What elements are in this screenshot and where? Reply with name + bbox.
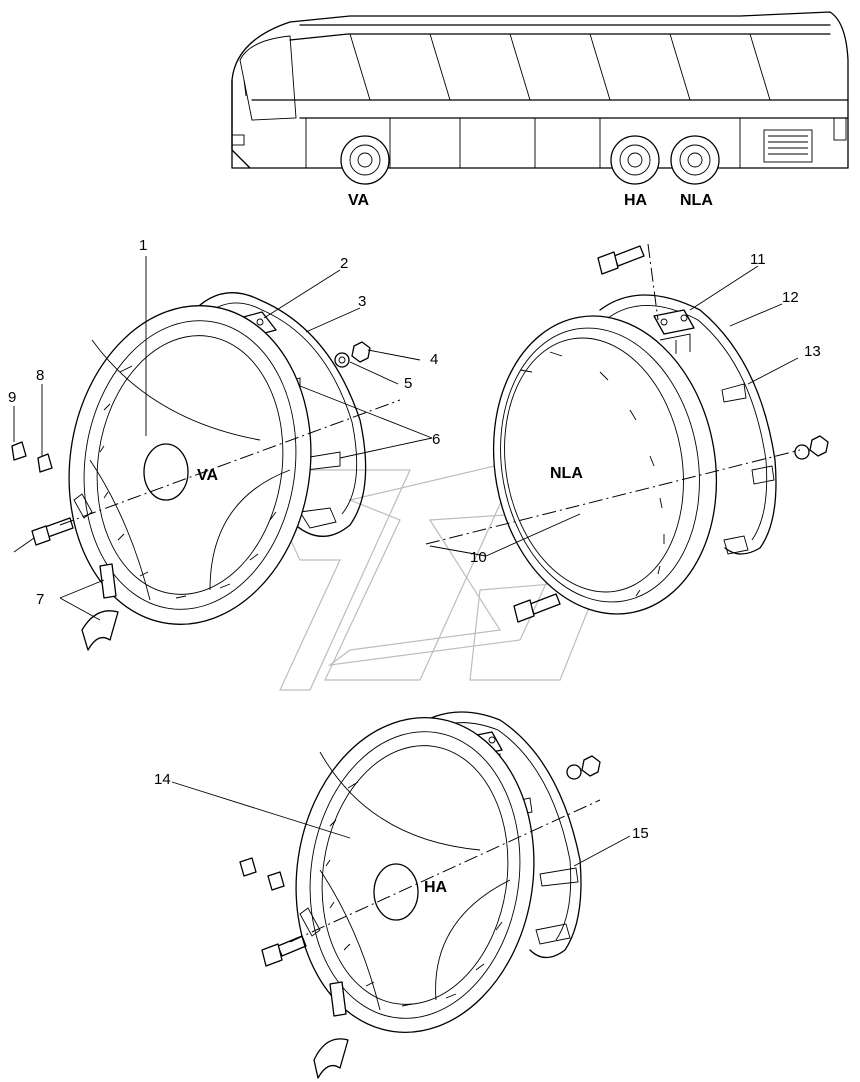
callout-14: 14 <box>154 771 171 788</box>
bus-drive-wheel <box>610 135 660 185</box>
callout-9: 9 <box>8 389 16 406</box>
bus-label-nla: NLA <box>680 192 713 209</box>
bus-label-ha: HA <box>624 192 648 209</box>
callout-4: 4 <box>430 351 438 368</box>
bus-tag-wheel <box>670 135 720 185</box>
callout-2: 2 <box>340 255 348 272</box>
callout-15: 15 <box>632 825 649 842</box>
bus-label-va: VA <box>348 192 369 209</box>
callout-labels: 1 2 3 4 5 6 7 8 9 10 11 12 13 14 15 <box>8 237 821 842</box>
ha-cover-assembly: HA <box>239 711 601 1079</box>
callout-1: 1 <box>139 237 147 254</box>
ha-disk-label: HA <box>424 879 448 896</box>
nla-cover-assembly: NLA <box>425 243 829 623</box>
callout-7: 7 <box>36 591 44 608</box>
callout-6: 6 <box>432 431 440 448</box>
leader-lines <box>13 256 799 867</box>
callout-5: 5 <box>404 375 412 392</box>
bus-front-wheel <box>340 135 390 185</box>
callout-3: 3 <box>358 293 366 310</box>
va-cover-assembly: VA <box>11 292 401 651</box>
callout-8: 8 <box>36 367 44 384</box>
callout-10: 10 <box>470 549 487 566</box>
nla-disk-label: NLA <box>550 465 583 482</box>
va-disk-label: VA <box>197 467 218 484</box>
callout-13: 13 <box>804 343 821 360</box>
callout-12: 12 <box>782 289 799 306</box>
bus-illustration: VA HA NLA <box>231 11 849 209</box>
callout-11: 11 <box>750 251 766 268</box>
